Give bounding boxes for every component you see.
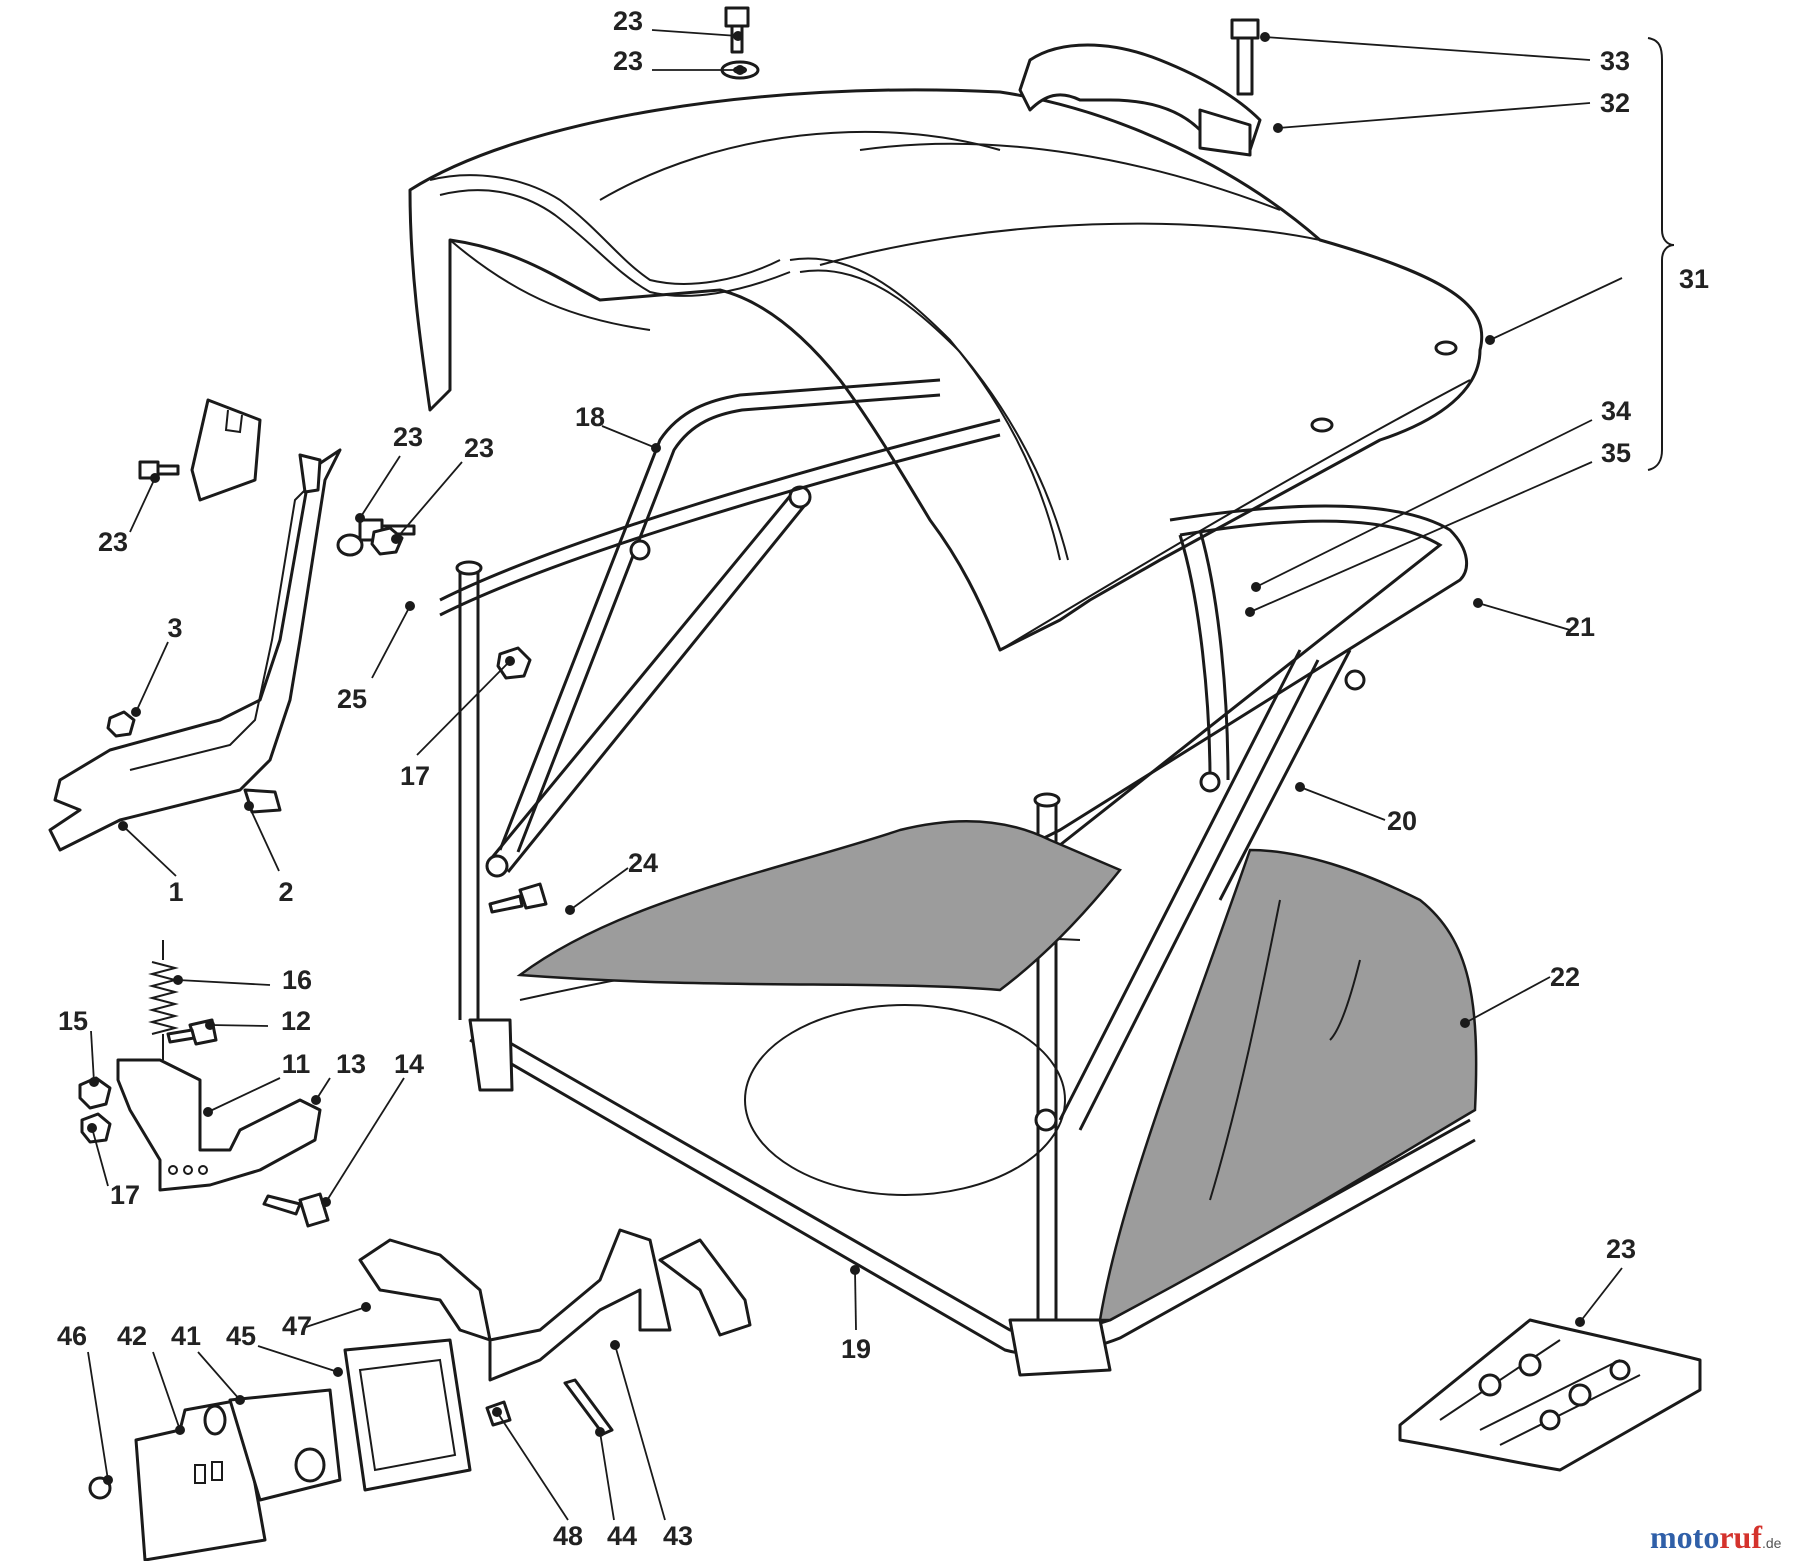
bracket-1 — [48, 448, 342, 852]
callout-19: 19 — [841, 1334, 871, 1364]
callout-23: 23 — [613, 6, 643, 36]
callout-31: 31 — [1679, 264, 1709, 294]
callout-20: 20 — [1387, 806, 1417, 836]
callout-23: 23 — [98, 527, 128, 557]
callout-labels: 23 23 33 32 31 34 35 18 21 20 22 23 23 2… — [57, 6, 1709, 1551]
catcher-lid — [408, 88, 1484, 652]
callout-17: 17 — [110, 1180, 140, 1210]
spring-16 — [148, 940, 179, 1060]
bolt-33 — [1230, 18, 1260, 96]
callout-42: 42 — [117, 1321, 147, 1351]
callout-15: 15 — [58, 1006, 88, 1036]
leader-lines — [87, 29, 1623, 1521]
callout-25: 25 — [337, 684, 367, 714]
hardware-bag — [1398, 1318, 1702, 1472]
leader-dots — [87, 31, 1585, 1485]
callout-14: 14 — [394, 1049, 424, 1079]
lid-handle — [1018, 43, 1262, 157]
assembly-bracket-31 — [1647, 37, 1675, 471]
callout-11: 11 — [282, 1049, 311, 1079]
small-fasteners-left — [106, 460, 548, 914]
watermark-part1: moto — [1650, 1519, 1719, 1555]
callout-47: 47 — [282, 1311, 312, 1341]
watermark-suffix: .de — [1762, 1535, 1782, 1551]
callout-43: 43 — [663, 1521, 693, 1551]
watermark-logo: motoruf.de — [1650, 1519, 1782, 1555]
callout-33: 33 — [1600, 46, 1630, 76]
plate-top-left — [190, 398, 262, 502]
callout-12: 12 — [281, 1006, 311, 1036]
callout-23: 23 — [393, 422, 423, 452]
callout-22: 22 — [1550, 962, 1580, 992]
callout-2: 2 — [278, 877, 293, 907]
latch-parts — [88, 1228, 752, 1561]
callout-1: 1 — [168, 877, 183, 907]
callout-34: 34 — [1601, 396, 1631, 426]
callout-23: 23 — [1606, 1234, 1636, 1264]
callout-48: 48 — [553, 1521, 583, 1551]
callout-44: 44 — [607, 1521, 637, 1551]
callout-23: 23 — [464, 433, 494, 463]
callout-24: 24 — [628, 848, 658, 878]
callout-13: 13 — [336, 1049, 366, 1079]
watermark-part2: ruf — [1719, 1519, 1762, 1555]
callout-17: 17 — [400, 761, 430, 791]
callout-41: 41 — [171, 1321, 201, 1351]
callout-3: 3 — [167, 613, 182, 643]
callout-21: 21 — [1565, 612, 1595, 642]
callout-35: 35 — [1601, 438, 1631, 468]
callout-16: 16 — [282, 965, 312, 995]
callout-46: 46 — [57, 1321, 87, 1351]
callout-18: 18 — [575, 402, 605, 432]
catcher-bag — [516, 820, 1478, 1322]
callout-23: 23 — [613, 46, 643, 76]
callout-32: 32 — [1600, 88, 1630, 118]
svg-text:motoruf.de: motoruf.de — [1650, 1519, 1782, 1555]
callout-45: 45 — [226, 1321, 256, 1351]
